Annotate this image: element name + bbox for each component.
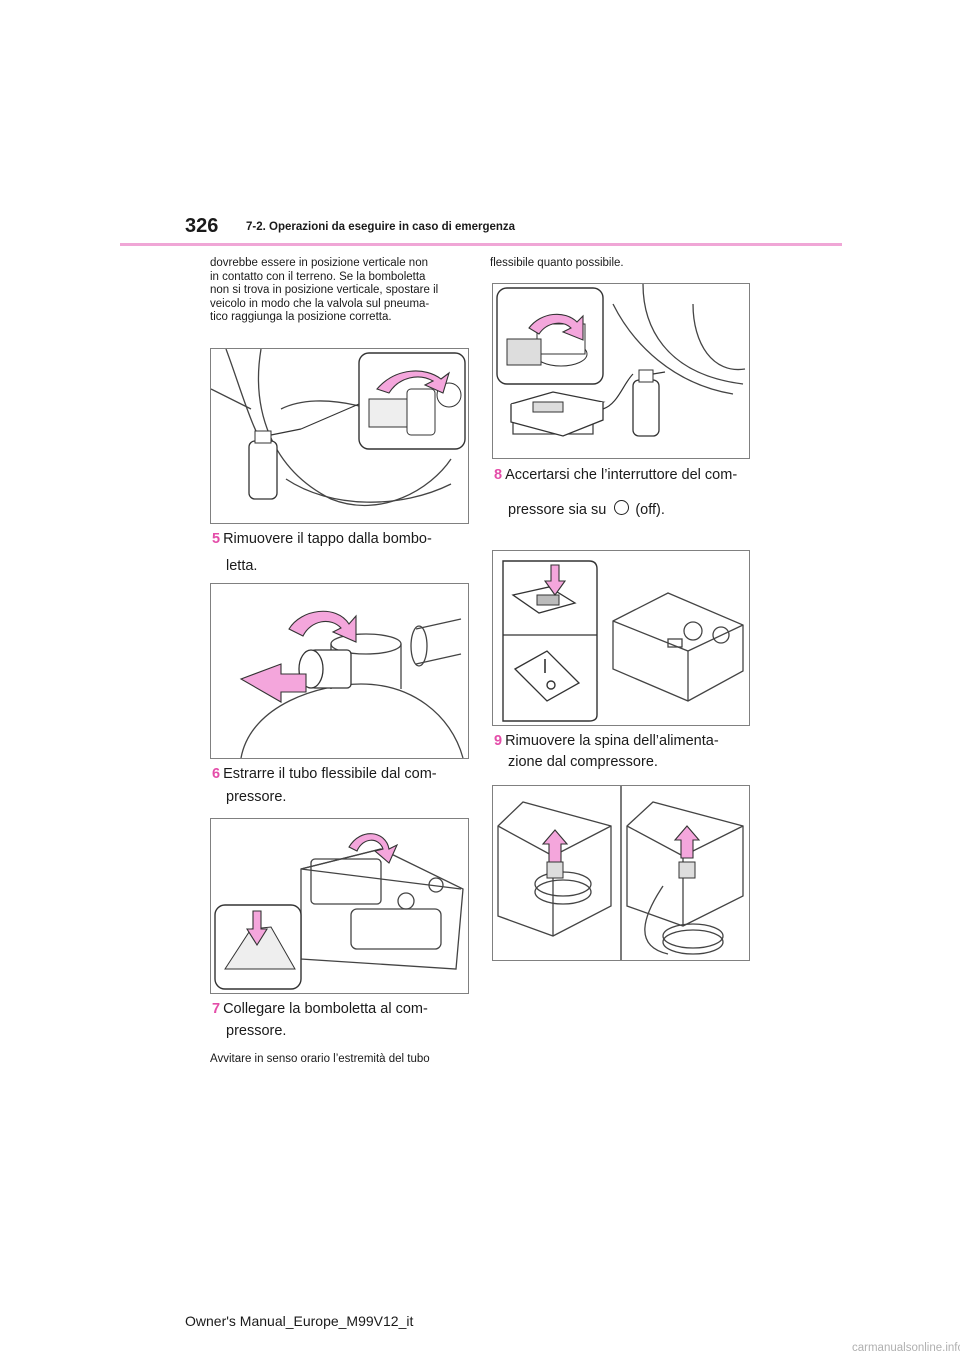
step-8-continuation: pressore sia su (off). — [508, 500, 665, 519]
step-text: Accertarsi che l’interruttore del com- — [505, 467, 738, 483]
intro-line: non si trova in posizione verticale, spo… — [210, 284, 439, 297]
step-text: Collegare la bomboletta al com- — [223, 1001, 428, 1017]
step-number: 7 — [212, 1001, 221, 1017]
intro-paragraph: dovrebbe essere in posizione verticale n… — [210, 257, 470, 325]
step-number: 8 — [494, 467, 503, 483]
step-5-continuation: letta. — [226, 558, 258, 574]
step-6-continuation: pressore. — [226, 789, 287, 805]
figure-connect-bottle — [492, 283, 750, 459]
step-text: pressore sia su — [508, 502, 607, 518]
step-7-continuation: pressore. — [226, 1023, 287, 1039]
step-text: Rimuovere la spina dell’alimenta- — [505, 733, 719, 749]
figure-remove-plug — [492, 785, 750, 961]
step-text: Rimuovere il tappo dalla bombo- — [223, 531, 432, 547]
figure-remove-cap — [210, 583, 469, 759]
step-text: (off). — [635, 502, 665, 518]
step-number: 5 — [212, 531, 221, 547]
header-rule — [120, 243, 842, 246]
intro-line: veicolo in modo che la valvola sul pneum… — [210, 297, 430, 310]
step-9-continuation: zione dal compressore. — [508, 754, 658, 770]
figure-switch-off — [492, 550, 750, 726]
intro-line: dovrebbe essere in posizione verticale n… — [210, 257, 428, 269]
page-number: 326 — [185, 215, 219, 237]
off-circle-icon — [614, 500, 630, 515]
section-title: 7-2. Operazioni da eseguire in caso di e… — [246, 221, 516, 233]
figure-pull-hose — [210, 818, 469, 994]
figure-bottle-on-valve — [210, 348, 469, 524]
step-number: 9 — [494, 733, 503, 749]
manual-label: Owner's Manual_Europe_M99V12_it — [185, 1313, 414, 1329]
step-number: 6 — [212, 766, 221, 782]
intro-line: in contatto con il terreno. Se la bombol… — [210, 270, 426, 283]
step-text: Estrarre il tubo flessibile dal com- — [223, 766, 437, 782]
intro-line: tico raggiunga la posizione corretta. — [210, 311, 392, 324]
step-7-note: Avvitare in senso orario l’estremità del… — [210, 1053, 430, 1065]
continuation-text: flessibile quanto possibile. — [490, 257, 624, 269]
watermark: carmanualsonline.info — [852, 1342, 960, 1354]
